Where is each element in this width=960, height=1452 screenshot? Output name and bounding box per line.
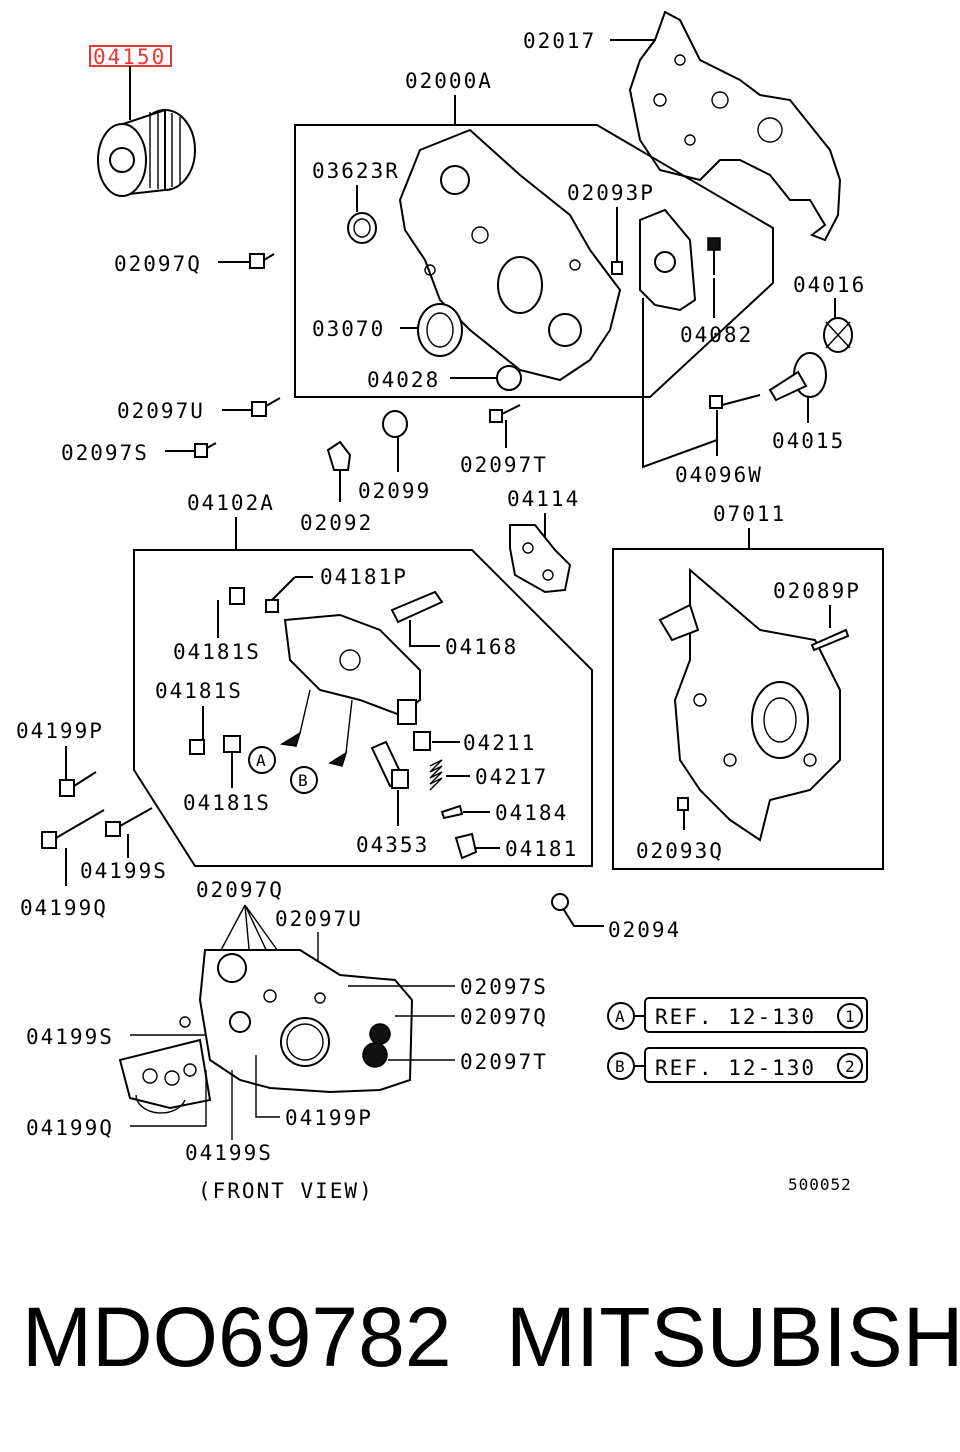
label-04184: 04184 [495,801,568,825]
bolt-02097S[interactable]: 02097S [61,441,217,465]
label-04096W: 04096W [675,463,763,487]
reference-b[interactable]: B REF. 12-130 2 [607,1047,868,1083]
label-02097Q-top: 02097Q [114,252,202,276]
oil-filter-part[interactable]: 04150 [89,45,196,197]
nut-02094[interactable]: 02094 [551,893,681,942]
ref-a-letter: A [615,1007,626,1026]
bolt-02097U[interactable]: 02097U [117,397,281,423]
bolt-04096W[interactable]: 04096W [642,298,763,487]
ref-b-letter: B [615,1057,626,1076]
callout-a: A [256,751,267,770]
label-02017: 02017 [523,29,596,53]
oring-02099[interactable]: 02099 [358,410,431,503]
drawing-number: 500052 [788,1175,852,1194]
label-04181P: 04181P [320,565,408,589]
relief-valve-assembly[interactable]: 04102A 04181S 04181S 04181S 04181P 04168… [133,491,593,867]
front-case-assembly[interactable]: 02000A 03623R 02093P 04082 03070 04 [294,69,774,398]
bolt-04199Q[interactable]: 04199Q [20,809,108,920]
label-04199S-front2: 04199S [185,1141,273,1165]
label-04181S-a: 04181S [173,640,261,664]
label-02097Q-front: 02097Q [196,878,284,902]
label-04353: 04353 [356,833,429,857]
label-02097T-top: 02097T [460,453,548,477]
label-04114: 04114 [507,487,580,511]
reference-a[interactable]: A REF. 12-130 1 [607,997,868,1033]
gear-04016[interactable]: 04016 [793,273,866,353]
label-02097S-front: 02097S [460,975,548,999]
label-04217: 04217 [475,765,548,789]
label-02097U-front: 02097U [275,907,363,931]
label-02097U-top: 02097U [117,399,205,423]
label-07011: 07011 [713,502,786,526]
footer-part-number: MDO69782 [22,1290,452,1384]
label-02093P: 02093P [567,181,655,205]
gasket-02092[interactable]: 02092 [300,440,373,535]
label-02097Q-front2: 02097Q [460,1005,548,1029]
label-04199P-left: 04199P [16,719,104,743]
label-02097T-front: 02097T [460,1050,548,1074]
label-02094: 02094 [608,918,681,942]
label-04181S-c: 04181S [183,791,271,815]
label-02099: 02099 [358,479,431,503]
label-03623R: 03623R [312,159,400,183]
label-04168: 04168 [445,635,518,659]
label-04181S-b: 04181S [155,679,243,703]
label-04028: 04028 [367,368,440,392]
bolt-02097Q[interactable]: 02097Q [114,252,275,276]
ref-b-text: REF. 12-130 [655,1056,816,1080]
label-04211: 04211 [463,731,536,755]
label-03070: 03070 [312,317,385,341]
gasket-02017[interactable]: 02017 [523,10,842,242]
label-02000A: 02000A [405,69,493,93]
label-04181: 04181 [505,837,578,861]
label-04082: 04082 [680,323,753,347]
label-02093Q: 02093Q [636,839,724,863]
label-02097S-top: 02097S [61,441,149,465]
footer-brand: MITSUBISHI [506,1290,960,1384]
ref-a-text: REF. 12-130 [655,1005,816,1029]
rear-plate-07011[interactable]: 07011 02089P 02093Q [612,502,884,870]
gear-04015[interactable]: 04015 [768,352,845,453]
bolt-04199S[interactable]: 04199S [80,807,168,883]
label-04199Q-left: 04199Q [20,896,108,920]
plate-04114[interactable]: 04114 [507,487,580,594]
bolt-04199P[interactable]: 04199P [16,719,104,797]
label-04199S-front: 04199S [26,1025,114,1049]
label-04199Q-front: 04199Q [26,1116,114,1140]
ref-a-num: 1 [845,1007,856,1026]
front-view-assembly[interactable]: 02097Q 02097U 02097S 02097Q 02097T 04199… [26,878,548,1203]
label-04199S-left: 04199S [80,859,168,883]
label-04016: 04016 [793,273,866,297]
bolt-02097T[interactable]: 02097T [460,404,548,477]
label-04015: 04015 [772,429,845,453]
label-04102A: 04102A [187,491,275,515]
label-04199P-front: 04199P [285,1106,373,1130]
ref-b-num: 2 [845,1057,856,1076]
callout-b: B [298,771,309,790]
label-02092: 02092 [300,511,373,535]
label-02089P: 02089P [773,579,861,603]
front-view-caption: (FRONT VIEW) [198,1179,374,1203]
label-04150: 04150 [93,45,166,69]
